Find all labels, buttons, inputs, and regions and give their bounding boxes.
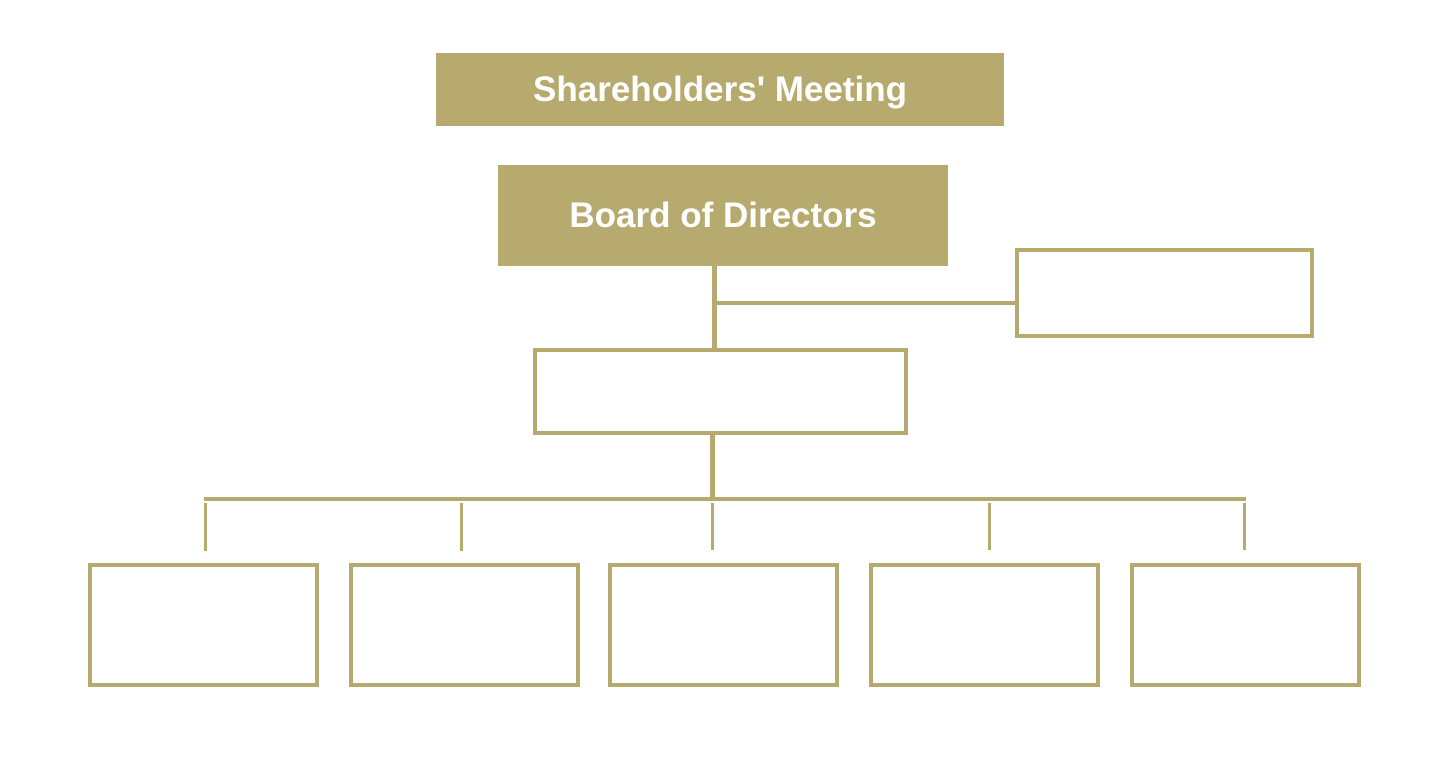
shareholders-meeting-node: Shareholders' Meeting [436,53,1004,126]
connector-board-to-middle [712,265,717,350]
bottom-node-2 [349,563,580,687]
drop-line-2 [460,503,463,551]
drop-line-3 [711,503,714,550]
shareholders-meeting-label: Shareholders' Meeting [533,69,907,109]
drop-line-5 [1243,503,1246,550]
drop-line-4 [988,503,991,550]
board-of-directors-node: Board of Directors [498,165,948,266]
bottom-node-5 [1130,563,1361,687]
connector-middle-to-bus [710,434,715,500]
middle-node [533,348,908,435]
bottom-node-4 [869,563,1100,687]
bottom-node-1 [88,563,319,687]
connector-board-to-side [716,301,1017,305]
drop-line-1 [204,503,207,551]
side-node [1015,248,1314,338]
board-of-directors-label: Board of Directors [569,195,877,235]
horizontal-bus-line [204,497,1246,501]
bottom-node-3 [608,563,839,687]
